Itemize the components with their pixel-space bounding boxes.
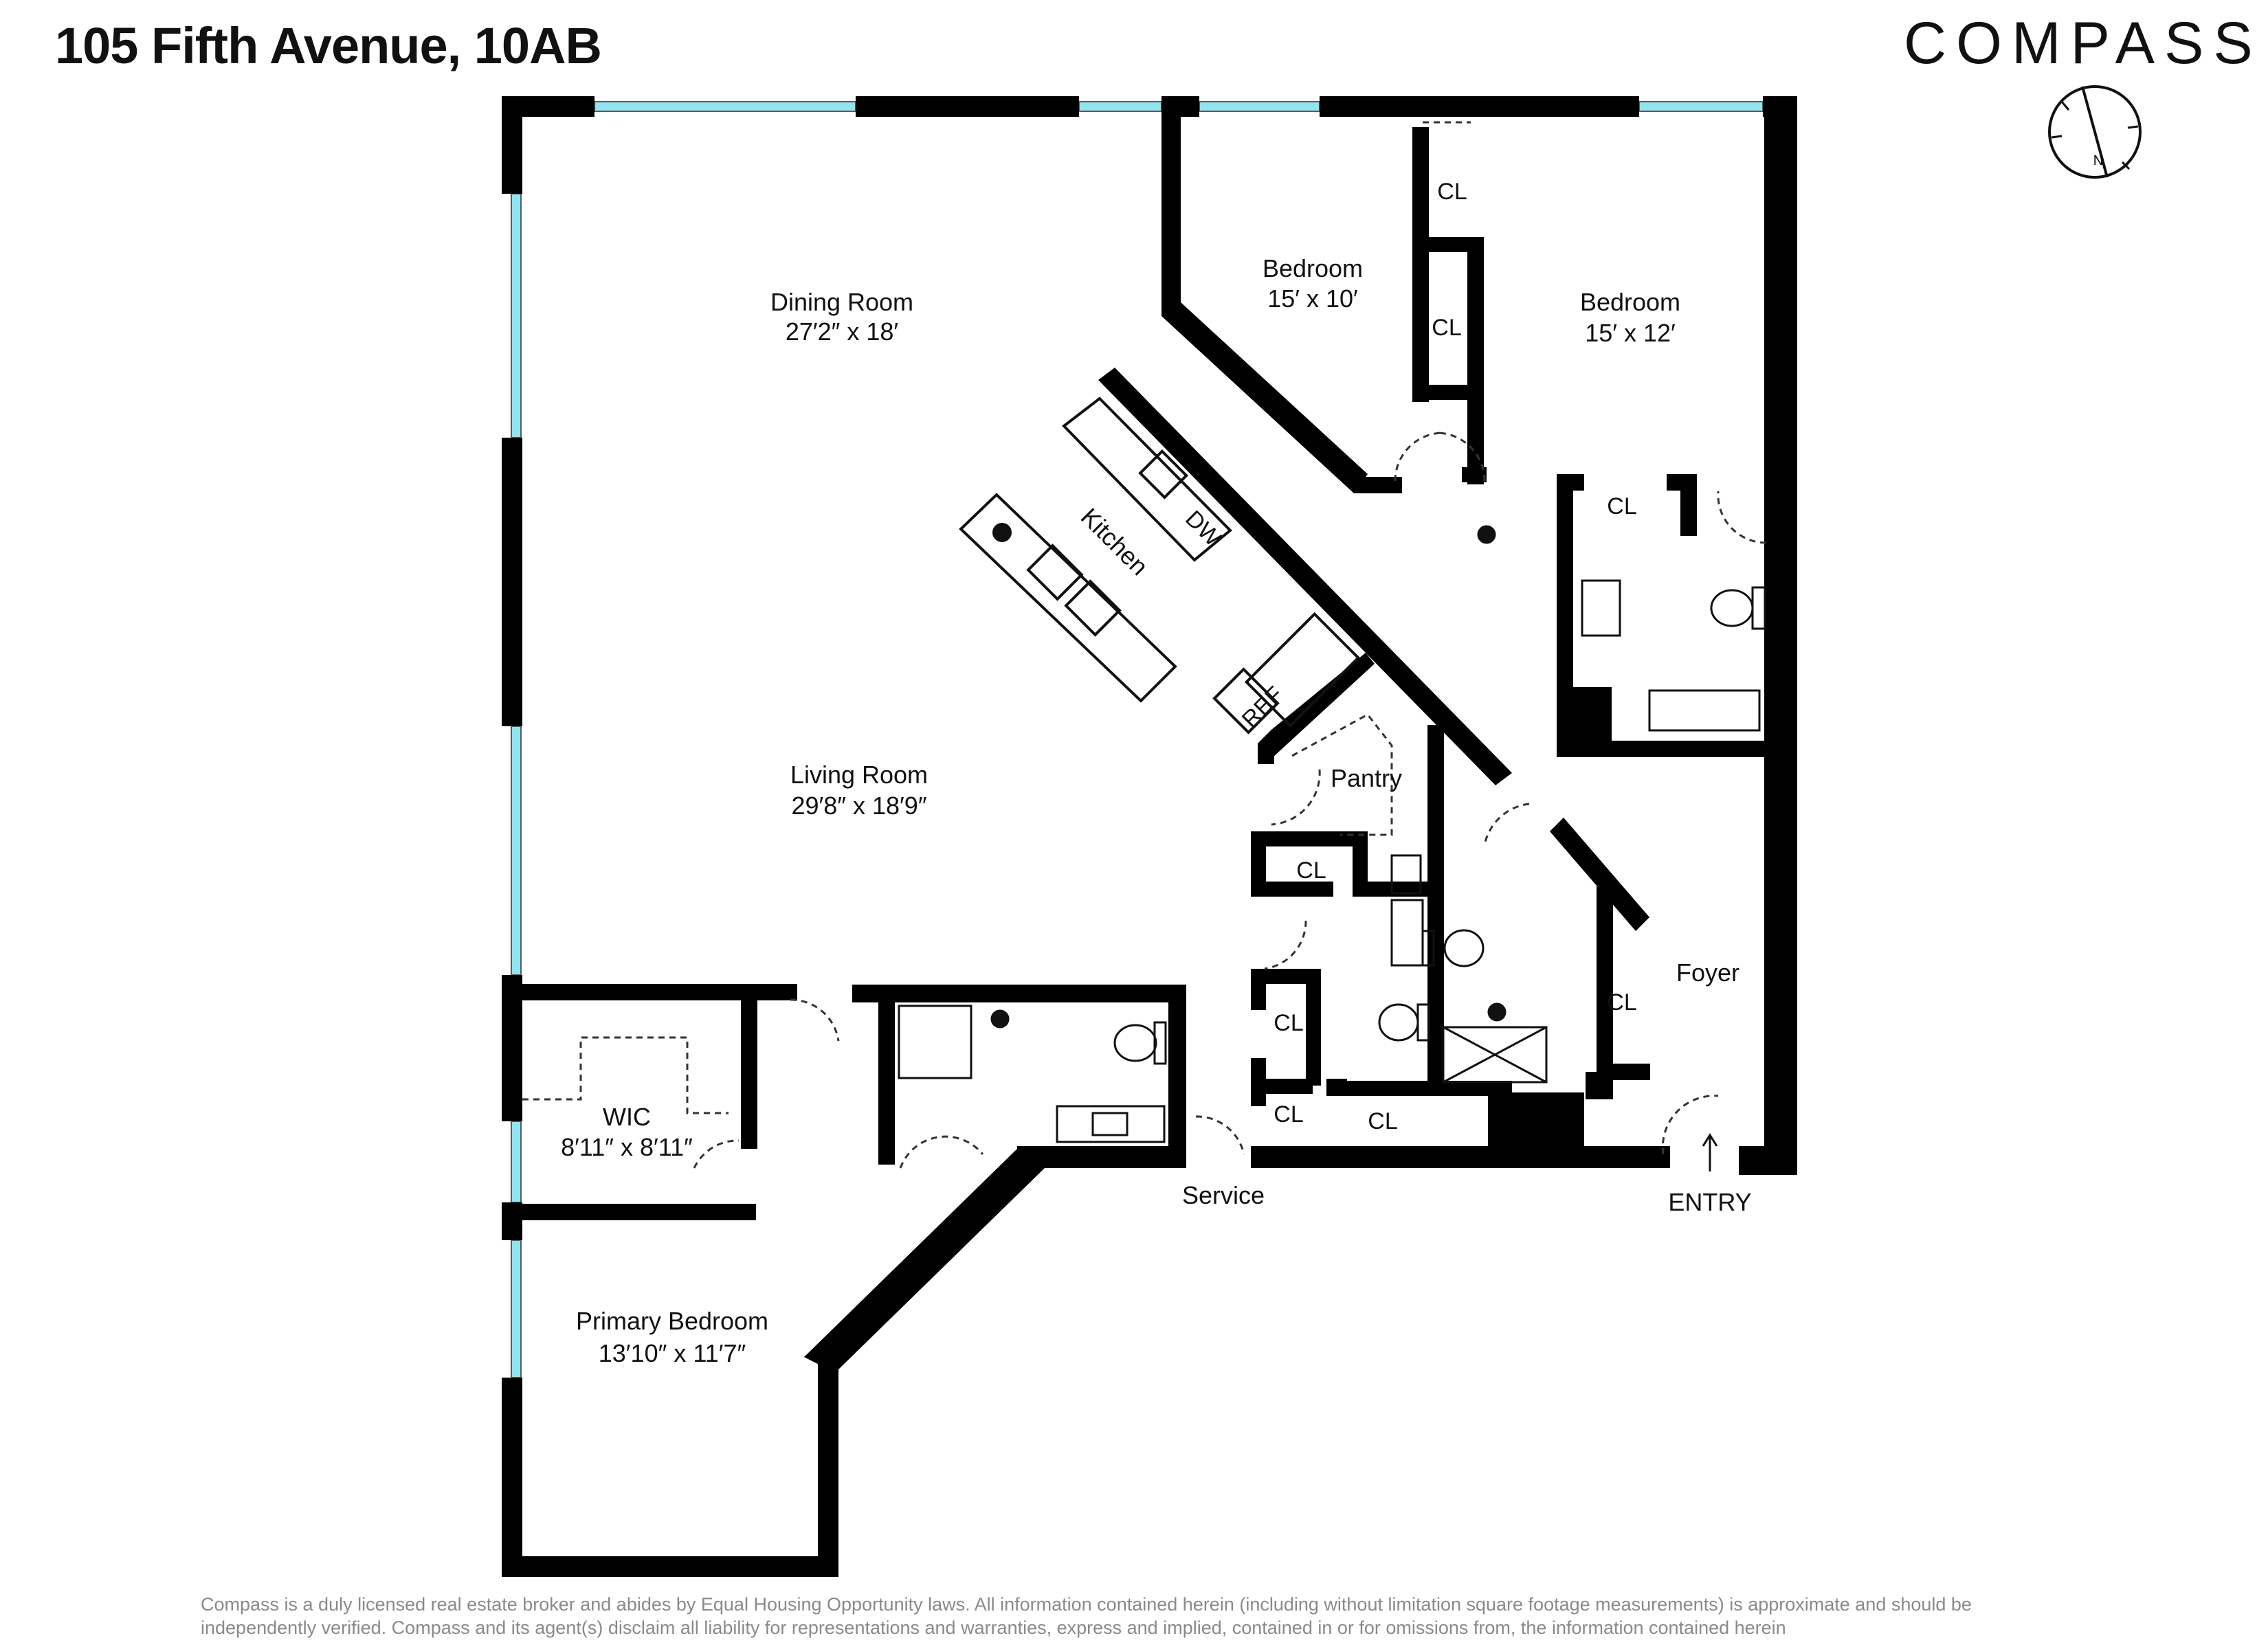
compass-logo: COMPASS bbox=[1904, 10, 2263, 76]
bedroom-small-dims: 15′ x 10′ bbox=[1267, 284, 1358, 313]
entry-arrow-icon bbox=[1702, 1133, 1718, 1171]
page-title: 105 Fifth Avenue, 10AB bbox=[55, 17, 602, 74]
closet-label: CL bbox=[1296, 857, 1326, 884]
kitchen-fixtures bbox=[959, 396, 1361, 734]
disclaimer-line-1: Compass is a duly licensed real estate b… bbox=[201, 1594, 1972, 1615]
primary-bedroom-dims: 13′10″ x 11′7″ bbox=[599, 1339, 746, 1367]
wic-dims: 8′11″ x 8′11″ bbox=[561, 1133, 693, 1161]
walls bbox=[502, 96, 1797, 1577]
dining-room-name: Dining Room bbox=[770, 288, 913, 316]
closet-label: CL bbox=[1274, 1010, 1303, 1036]
dishwasher-label: DW bbox=[1180, 506, 1226, 552]
living-room-name: Living Room bbox=[790, 761, 928, 789]
main-entry-label: ENTRY bbox=[1668, 1188, 1751, 1216]
closet-label: CL bbox=[1607, 493, 1636, 519]
bedroom-small-name: Bedroom bbox=[1263, 254, 1363, 282]
pantry-name: Pantry bbox=[1331, 764, 1402, 792]
wic-name: WIC bbox=[603, 1103, 651, 1131]
foyer-name: Foyer bbox=[1676, 958, 1739, 987]
doors bbox=[522, 121, 1767, 1169]
bedroom-large-dims: 15′ x 12′ bbox=[1585, 319, 1676, 347]
closet-label: CL bbox=[1368, 1108, 1397, 1134]
dining-room-dims: 27′2″ x 18′ bbox=[786, 317, 899, 346]
closet-label: CL bbox=[1437, 179, 1467, 205]
primary-bedroom-name: Primary Bedroom bbox=[576, 1307, 768, 1335]
bath-fixtures bbox=[898, 525, 1766, 1143]
kitchen-name: Kitchen bbox=[1076, 502, 1154, 581]
closet-label: CL bbox=[1274, 1101, 1303, 1128]
living-room-dims: 29′8″ x 18′9″ bbox=[791, 792, 926, 820]
north-label: N bbox=[2093, 153, 2103, 168]
north-arrow-icon: N bbox=[2048, 85, 2142, 179]
closet-label: CL bbox=[1432, 315, 1461, 341]
disclaimer-line-2: independently verified. Compass and its … bbox=[201, 1617, 1786, 1638]
bedroom-large-name: Bedroom bbox=[1580, 288, 1680, 316]
service-entrance-label: Service bbox=[1182, 1181, 1265, 1209]
closet-label: CL bbox=[1607, 989, 1636, 1016]
legal-disclaimer: Compass is a duly licensed real estate b… bbox=[201, 1593, 2166, 1639]
